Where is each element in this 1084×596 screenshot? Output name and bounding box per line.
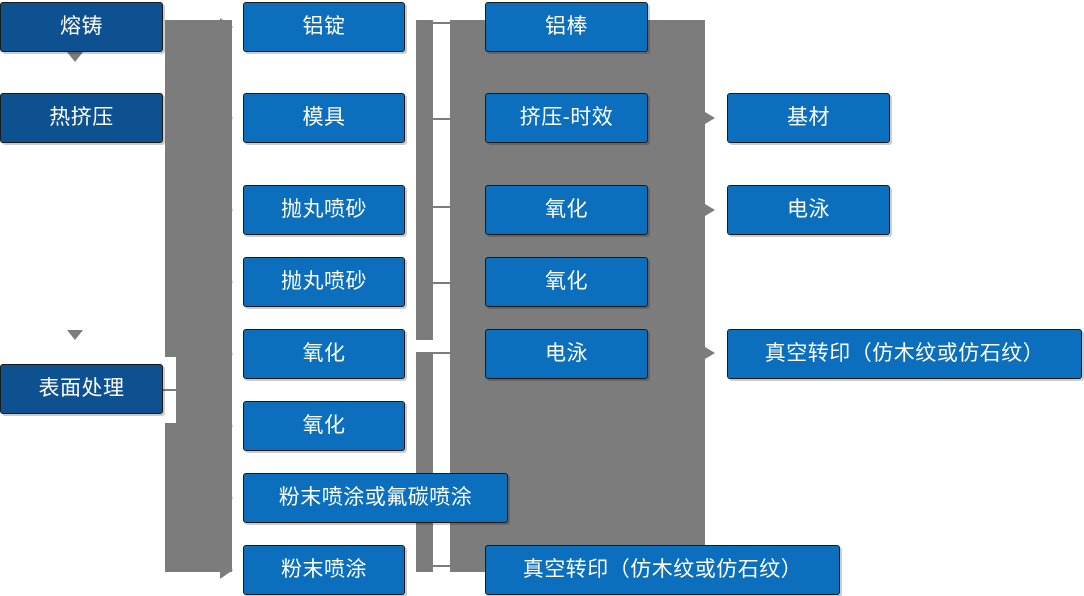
- process-box-c2-3[interactable]: 抛丸喷砂: [243, 257, 405, 307]
- process-label-c2-7: 粉末喷涂: [281, 558, 367, 582]
- connector-mid-rail-upper: [416, 20, 433, 340]
- output-label-c4-0: 基材: [787, 106, 830, 130]
- process-box-c2-5[interactable]: 氧化: [243, 401, 405, 451]
- process-box-c2-6[interactable]: 粉末喷涂或氟碳喷涂: [243, 473, 508, 523]
- output-label-c4-1: 电泳: [787, 198, 830, 222]
- process-label-c2-5: 氧化: [302, 414, 346, 438]
- process-label-c2-3: 抛丸喷砂: [281, 270, 367, 294]
- output-label-c4-2: 真空转印（仿木纹或仿石纹）: [764, 342, 1045, 366]
- stage-label-surface: 表面处理: [38, 377, 125, 401]
- process-label-c2-0: 铝锭: [302, 15, 346, 39]
- process-label-c3-5: 真空转印（仿木纹或仿石纹）: [522, 558, 803, 582]
- process-label-c2-4: 氧化: [302, 342, 346, 366]
- arrow-trunk-to-c2-6: [220, 489, 233, 507]
- stage-label-extrusion: 热挤压: [49, 106, 114, 130]
- process-box-c2-0[interactable]: 铝锭: [243, 2, 405, 52]
- process-label-c3-0: 铝棒: [545, 15, 588, 39]
- process-label-c3-3: 氧化: [545, 270, 588, 294]
- process-box-c3-1[interactable]: 挤压-时效: [485, 93, 648, 143]
- output-box-c4-0[interactable]: 基材: [727, 93, 890, 143]
- connector-down-arrow-surface: [67, 330, 83, 340]
- process-box-c2-1[interactable]: 模具: [243, 93, 405, 143]
- connector-mid-tie-3: [433, 282, 453, 284]
- process-box-c2-2[interactable]: 抛丸喷砂: [243, 185, 405, 235]
- output-box-c4-2[interactable]: 真空转印（仿木纹或仿石纹）: [727, 329, 1082, 379]
- process-label-c2-1: 模具: [302, 106, 346, 130]
- stage-box-casting[interactable]: 熔铸: [0, 2, 163, 52]
- stage-label-casting: 熔铸: [60, 15, 103, 39]
- connector-mid-rail-lower: [416, 352, 433, 572]
- connector-mid-tie-1: [433, 118, 453, 120]
- arrow-trunk-to-c2-7: [220, 561, 233, 579]
- process-box-c2-4[interactable]: 氧化: [243, 329, 405, 379]
- arrow-mid-to-c4-1: [705, 204, 715, 216]
- process-box-c3-3[interactable]: 氧化: [485, 257, 648, 307]
- process-label-c3-2: 氧化: [545, 198, 588, 222]
- connector-surface-stub: [163, 389, 179, 391]
- arrow-trunk-to-c2-4: [220, 345, 233, 363]
- process-label-c2-6: 粉末喷涂或氟碳喷涂: [278, 486, 473, 510]
- arrow-trunk-to-c2-5: [220, 417, 233, 435]
- process-label-c3-1: 挤压-时效: [519, 106, 614, 130]
- arrow-trunk-to-c2-1: [220, 109, 233, 127]
- connector-mid-tie-0: [433, 22, 453, 24]
- connector-mid-tie-2: [433, 206, 453, 208]
- connector-mid-tie-4: [433, 352, 453, 354]
- process-box-c3-0[interactable]: 铝棒: [485, 2, 648, 52]
- connector-mid-tie-5: [433, 565, 453, 567]
- process-box-c2-7[interactable]: 粉末喷涂: [243, 545, 405, 595]
- arrow-trunk-to-c2-3: [220, 273, 233, 291]
- process-box-c3-2[interactable]: 氧化: [485, 185, 648, 235]
- arrow-mid-to-c4-2: [705, 347, 715, 359]
- arrow-trunk-to-c2-0: [220, 18, 233, 36]
- connector-down-arrow-casting: [67, 52, 83, 62]
- arrow-trunk-to-c2-2: [220, 201, 233, 219]
- stage-box-surface[interactable]: 表面处理: [0, 364, 163, 414]
- stage-box-extrusion[interactable]: 热挤压: [0, 93, 163, 143]
- output-box-c4-1[interactable]: 电泳: [727, 185, 890, 235]
- process-label-c3-4: 电泳: [545, 342, 588, 366]
- process-box-c3-5[interactable]: 真空转印（仿木纹或仿石纹）: [485, 545, 840, 595]
- process-box-c3-4[interactable]: 电泳: [485, 329, 648, 379]
- arrow-mid-to-c4-0: [705, 112, 715, 124]
- process-label-c2-2: 抛丸喷砂: [281, 198, 367, 222]
